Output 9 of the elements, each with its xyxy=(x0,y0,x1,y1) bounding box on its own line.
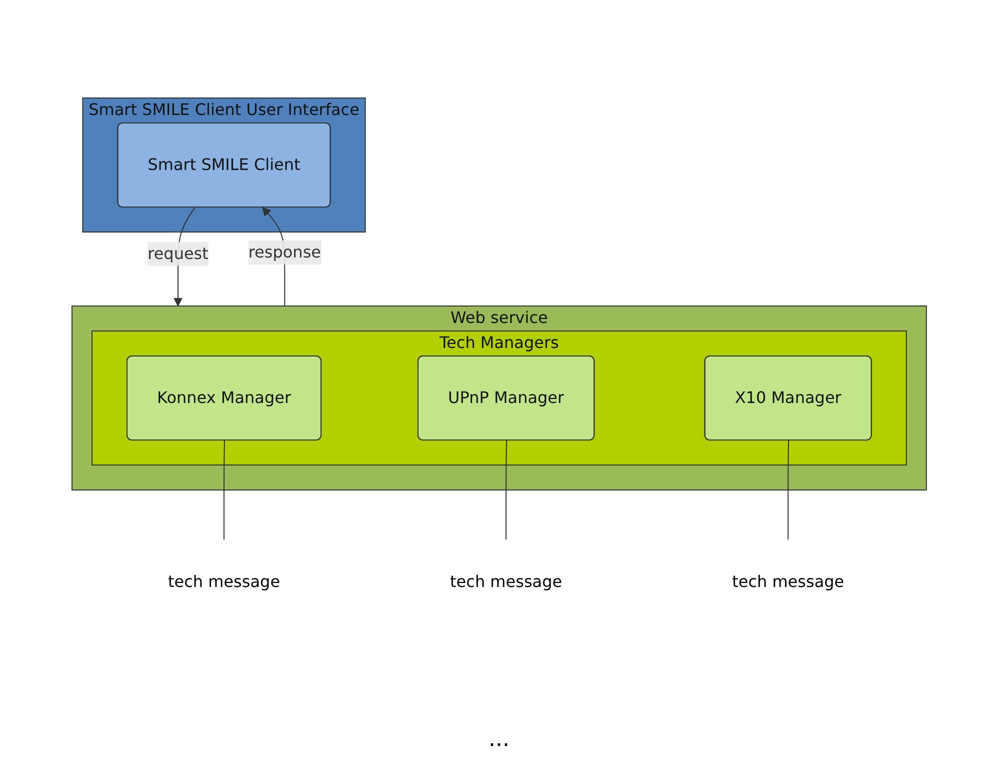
connector xyxy=(505,440,507,540)
connector xyxy=(223,440,225,540)
connector xyxy=(787,440,789,540)
node-text: tech message xyxy=(450,572,562,590)
node-text: tech message xyxy=(168,572,280,590)
node-text: tech message xyxy=(732,572,844,590)
ellipsis-note: ... xyxy=(488,727,510,752)
edge-label: response xyxy=(248,242,321,261)
edge-label: request xyxy=(147,243,208,262)
